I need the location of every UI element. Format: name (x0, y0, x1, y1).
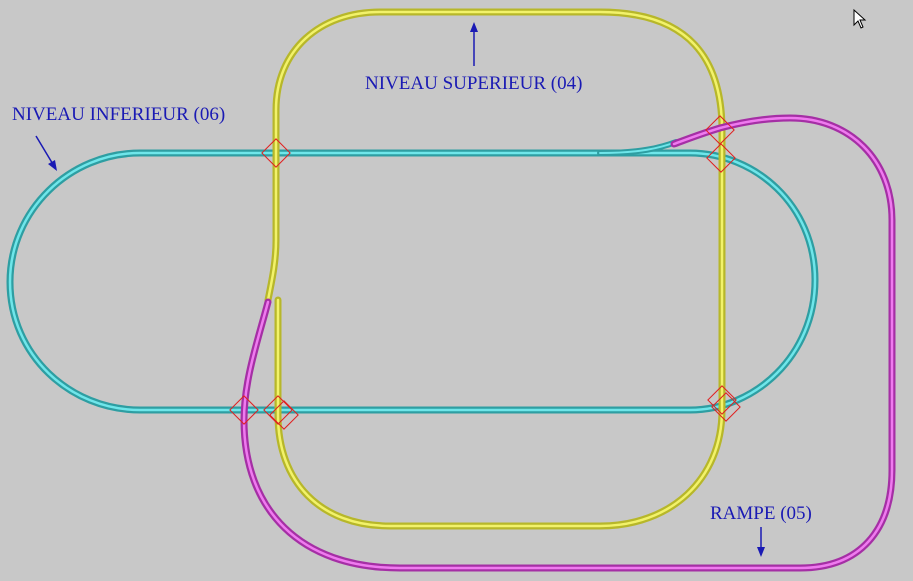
lower-level-loop (6, 149, 819, 414)
upper-level-label: NIVEAU SUPERIEUR (04) (365, 73, 582, 94)
lower-level-arrow-shaft (35, 135, 55, 167)
ramp-loop (240, 114, 896, 572)
crossing-marker (705, 115, 735, 145)
crossing-marker (229, 395, 259, 425)
upper-level-arrow-head (470, 22, 478, 32)
lower-level-arrow-head (48, 160, 57, 171)
lower-level-track (6, 139, 819, 414)
mouse-cursor-icon (853, 8, 867, 29)
lower-level-label: NIVEAU INFERIEUR (06) (12, 104, 225, 125)
ramp-track (240, 114, 896, 572)
crossing-marker (706, 143, 736, 173)
crossing-marker (707, 385, 737, 415)
ramp-arrow-head (757, 547, 765, 557)
crossing-marker (711, 392, 741, 422)
annotations: NIVEAU INFERIEUR (06) NIVEAU SUPERIEUR (… (12, 22, 812, 557)
crossing-marker (269, 400, 299, 430)
crossing-marker (263, 395, 293, 425)
crossings (229, 115, 741, 430)
crossing-marker (261, 138, 291, 168)
ramp-label: RAMPE (05) (710, 503, 812, 524)
upper-level-track (264, 8, 726, 530)
